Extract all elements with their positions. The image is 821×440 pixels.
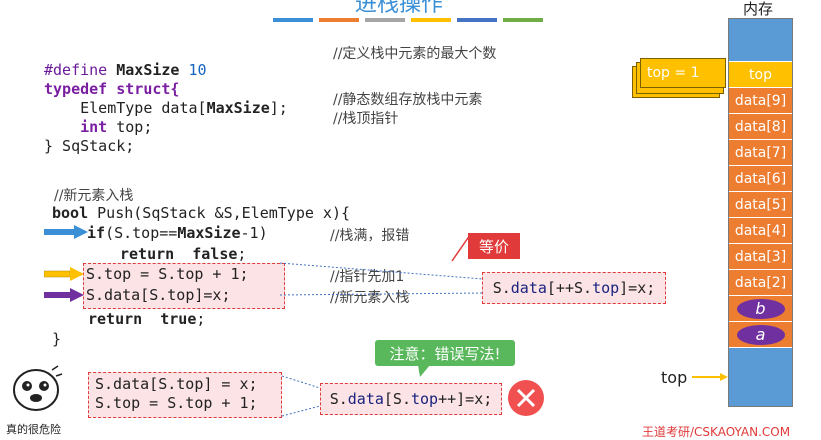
memory-cell: data[8]: [729, 114, 792, 140]
memory-label: 内存: [743, 0, 774, 18]
title-color-bars: [273, 18, 543, 22]
comment-maxsize: //定义栈中元素的最大个数: [333, 46, 497, 62]
push-if-line: if(S.top==MaxSize-1): [87, 224, 268, 242]
push-increment-line: S.top = S.top + 1;: [86, 265, 249, 283]
memory-cell-b: b: [729, 296, 792, 322]
top-pointer-label: top: [661, 368, 688, 387]
wrong-code-box: S.data[S.top++]=x;: [320, 383, 502, 415]
memory-stack: top data[9] data[8] data[7] data[6] data…: [728, 18, 793, 407]
memory-cell-a: a: [729, 322, 792, 348]
equivalent-code-box: S.data[++S.top]=x;: [482, 272, 666, 304]
comment-top-pointer: //栈顶指针: [333, 111, 399, 127]
memory-free-bottom: [729, 348, 792, 406]
memory-cell: data[5]: [729, 192, 792, 218]
arrow-right-icon: [44, 288, 84, 302]
memory-cell: data[6]: [729, 166, 792, 192]
memory-free-top: [729, 19, 792, 62]
element-b: b: [736, 298, 785, 319]
highlight-two-lines: [83, 263, 285, 309]
memory-cell: data[2]: [729, 270, 792, 296]
scared-face-sticker-icon: [13, 365, 63, 411]
arrow-right-icon: [44, 267, 84, 281]
top-value-note: top = 1: [640, 58, 726, 88]
sticker-caption: 真的很危险: [6, 423, 61, 436]
comment-push-header: //新元素入栈: [54, 188, 134, 204]
memory-top-cell: top: [729, 62, 792, 88]
memory-cell: data[7]: [729, 140, 792, 166]
memory-cell: data[9]: [729, 88, 792, 114]
push-assign-line: S.data[S.top]=x;: [86, 286, 231, 304]
page-title: 进栈操作: [355, 0, 444, 17]
push-return-false: return false;: [120, 245, 247, 263]
arrow-right-icon: [692, 373, 728, 381]
memory-cell: data[4]: [729, 218, 792, 244]
equiv-connectors: [280, 262, 484, 296]
wrong-two-lines-box: S.data[S.top] = x;S.top = S.top + 1;: [88, 372, 282, 418]
wrong-warning-note: 注意：错误写法!: [375, 340, 515, 366]
equivalent-tag: 等价: [468, 233, 520, 259]
footer-brand: 王道考研/CSKAOYAN.COM: [642, 425, 791, 439]
tag-pointer: [451, 234, 471, 262]
push-signature: bool Push(SqStack &S,ElemType x){: [52, 204, 351, 222]
wrong-x-icon: [508, 380, 544, 416]
arrow-right-icon: [44, 225, 88, 239]
memory-cell: data[3]: [729, 244, 792, 270]
push-return-true: return true;: [88, 310, 206, 328]
wrong-connectors: [282, 375, 321, 417]
note-pointer: [418, 365, 430, 377]
element-a: a: [736, 324, 785, 345]
push-close-brace: }: [52, 330, 62, 348]
comment-stack-full: //栈满，报错: [330, 228, 410, 244]
comment-pointer-increment: //指针先加1: [330, 269, 405, 285]
comment-data-array: //静态数组存放栈中元素: [333, 92, 483, 108]
